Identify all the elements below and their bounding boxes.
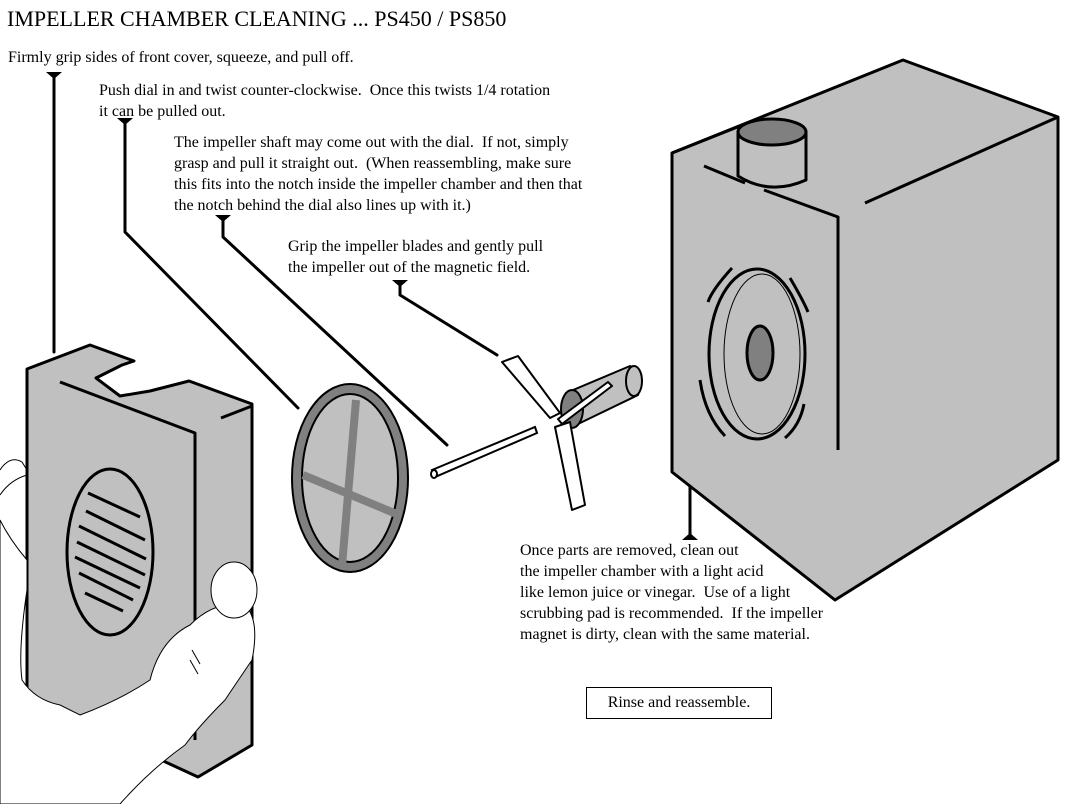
step-shaft-text: The impeller shaft may come out with the… <box>174 134 583 214</box>
step-dial-text: Push dial in and twist counter-clockwise… <box>99 82 551 120</box>
step-chamber-text: Once parts are removed, clean out the im… <box>520 542 824 643</box>
leader-dial <box>117 118 300 410</box>
impeller <box>501 355 643 511</box>
dial <box>291 383 409 573</box>
final-step-box: Rinse and reassemble. <box>586 687 772 719</box>
leader-shaft <box>215 215 449 447</box>
step-impeller-text: Grip the impeller blades and gently pull… <box>288 238 544 276</box>
pump-body <box>670 58 1060 602</box>
impeller-shaft <box>430 425 539 479</box>
hand <box>0 459 258 804</box>
leader-front-cover <box>46 72 62 354</box>
leader-impeller <box>392 280 499 357</box>
step-front-cover-text: Firmly grip sides of front cover, squeez… <box>8 49 354 66</box>
page-title: IMPELLER CHAMBER CLEANING ... PS450 / PS… <box>7 6 507 31</box>
